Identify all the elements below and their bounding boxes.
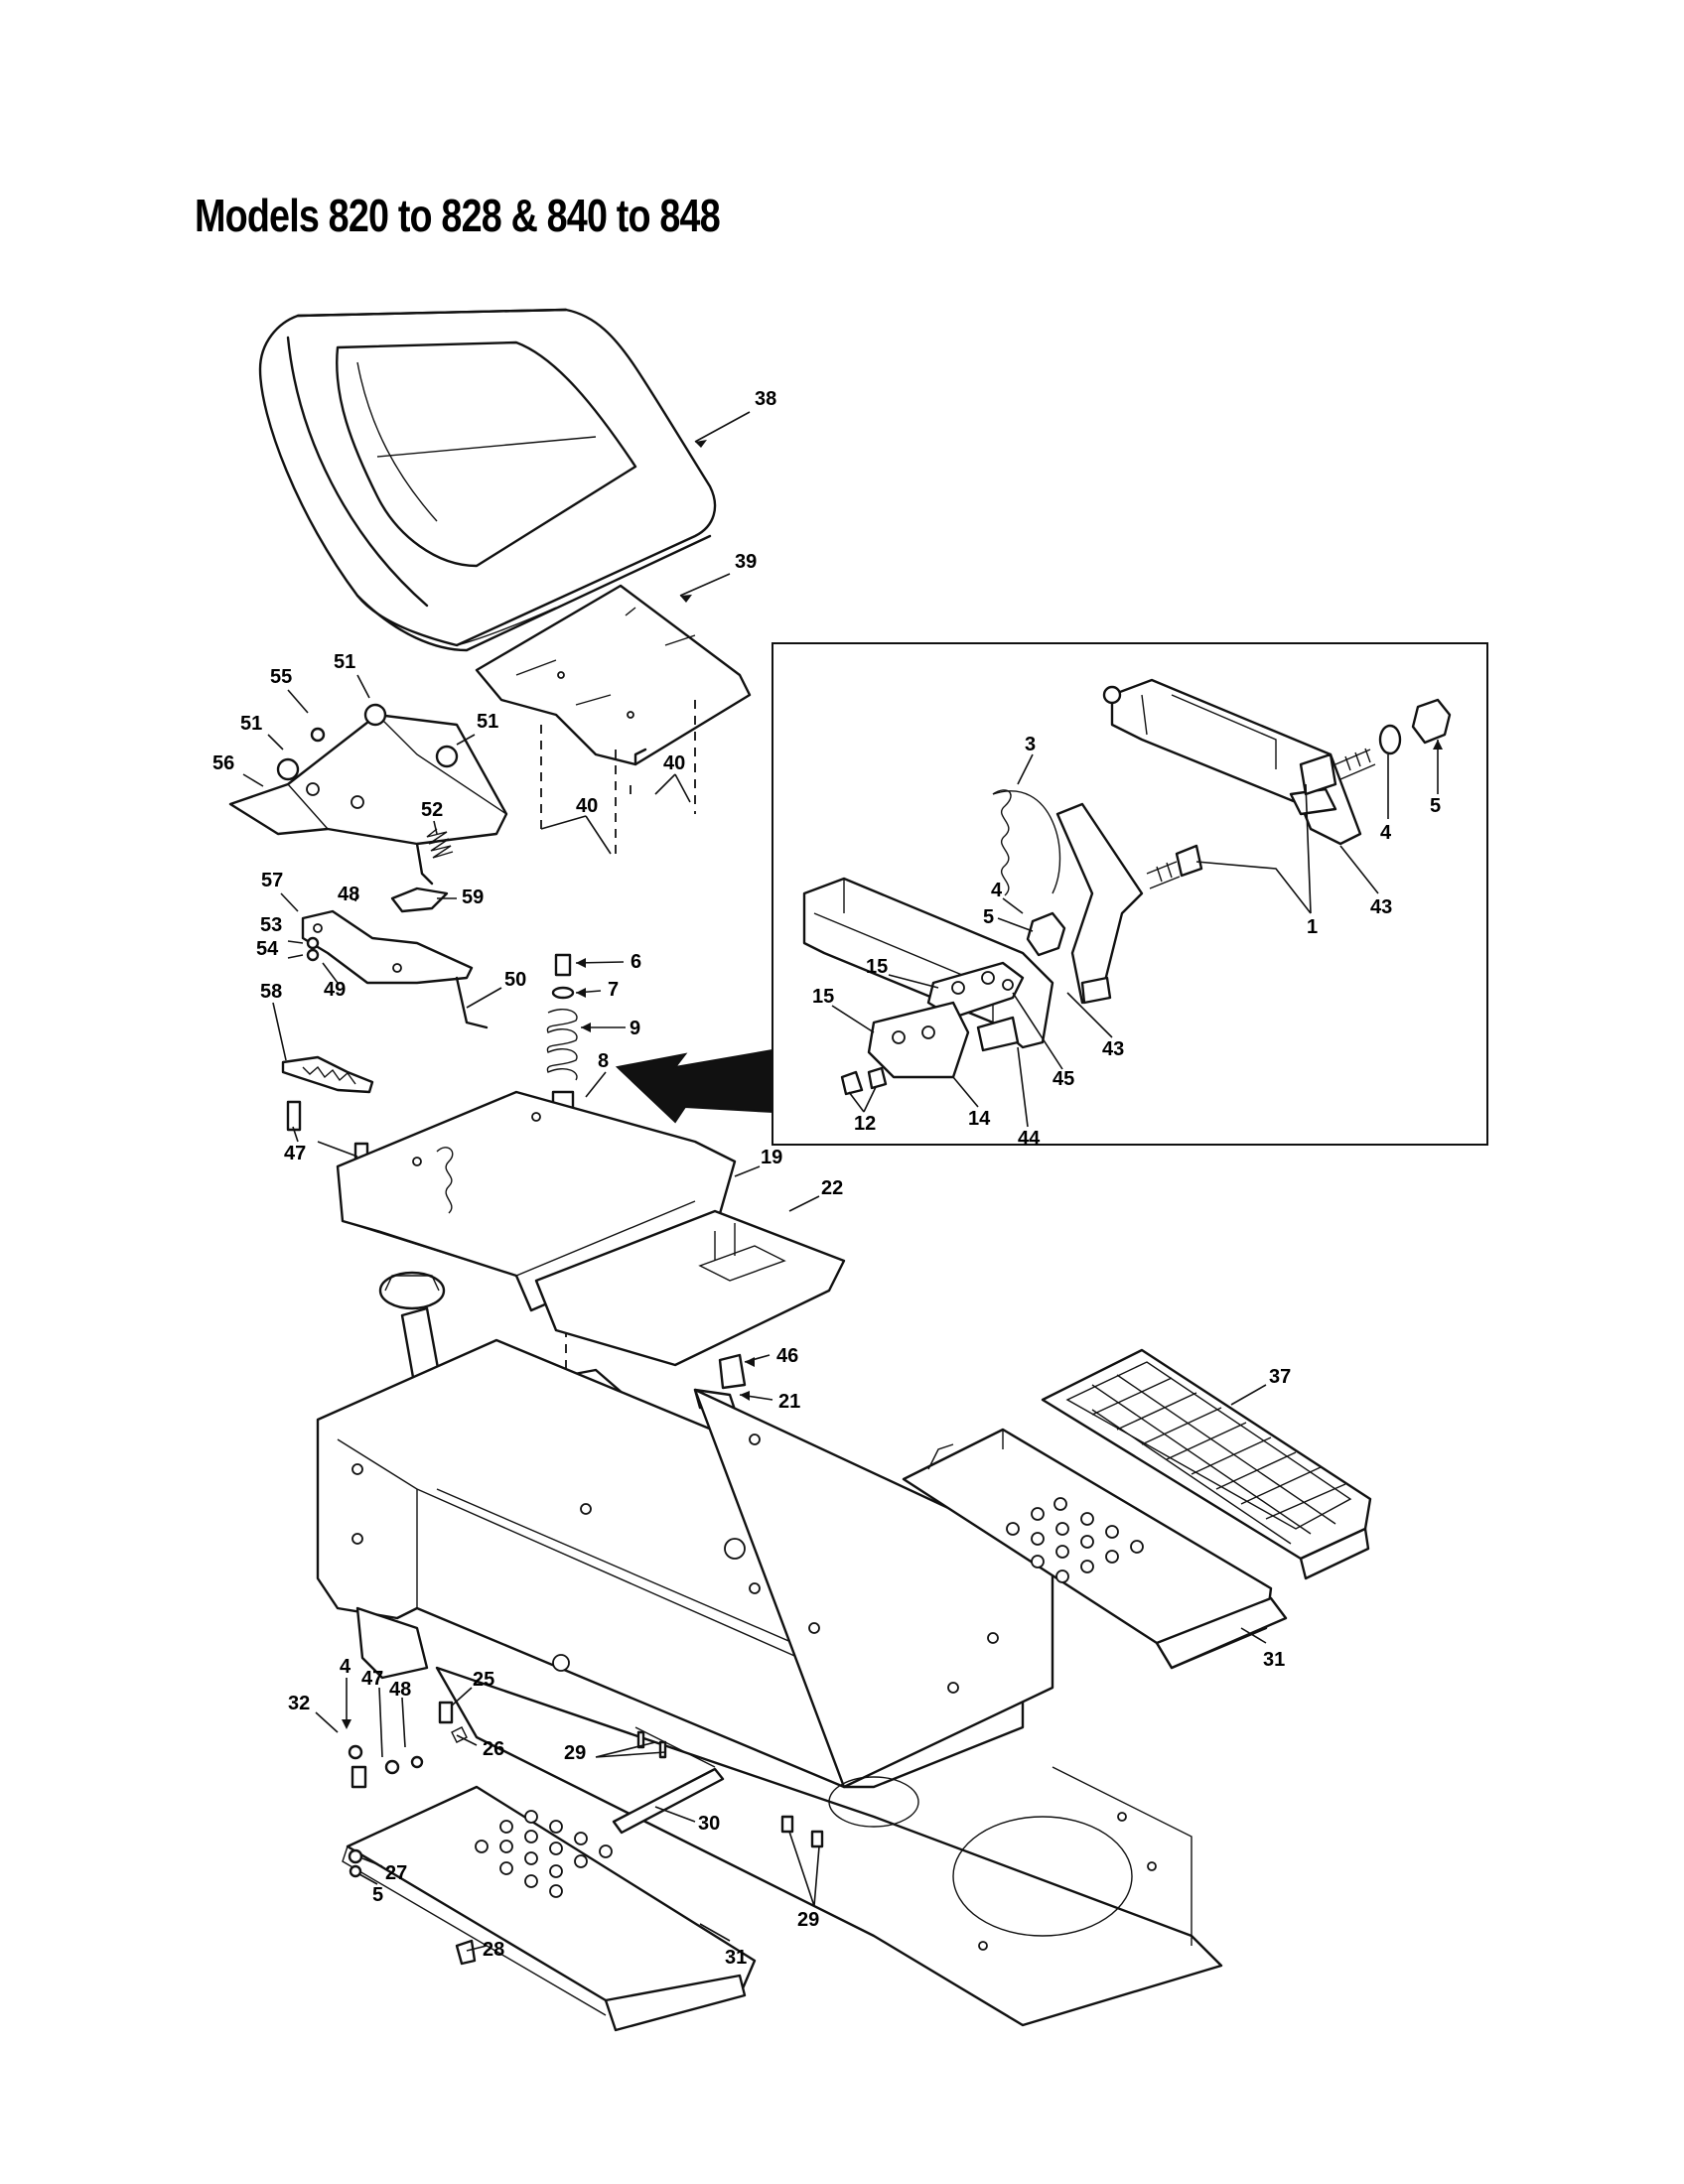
callout-31: 31 xyxy=(1263,1649,1285,1671)
callout-51: 51 xyxy=(477,711,498,733)
main-frame xyxy=(316,1271,1223,2027)
callout-15: 15 xyxy=(866,956,888,978)
footrest-left xyxy=(342,1701,757,2032)
callout-40: 40 xyxy=(663,752,685,774)
callout-26: 26 xyxy=(483,1738,504,1760)
callout-38: 38 xyxy=(755,388,776,410)
callout-43: 43 xyxy=(1102,1038,1124,1060)
seat-pan xyxy=(475,584,752,766)
callout-7: 7 xyxy=(608,979,619,1001)
callout-44: 44 xyxy=(1018,1128,1041,1150)
callout-5: 5 xyxy=(372,1884,383,1906)
callout-40: 40 xyxy=(576,795,598,817)
callout-58: 58 xyxy=(260,981,282,1003)
seat xyxy=(258,308,717,652)
callout-57: 57 xyxy=(261,870,283,891)
callout-31: 31 xyxy=(725,1947,747,1969)
callout-4: 4 xyxy=(340,1656,351,1678)
footrest-right xyxy=(902,1348,1372,1670)
callout-6: 6 xyxy=(631,951,641,973)
callout-5: 5 xyxy=(983,906,994,928)
seat-latch xyxy=(281,887,489,1168)
callout-52: 52 xyxy=(421,799,443,821)
callout-9: 9 xyxy=(630,1018,640,1039)
callout-1: 1 xyxy=(1307,916,1318,938)
callout-46: 46 xyxy=(776,1345,798,1367)
callout-14: 14 xyxy=(968,1108,991,1130)
page-title: Models 820 to 828 & 840 to 848 xyxy=(195,190,721,241)
seat-bracket xyxy=(228,703,508,886)
callout-49: 49 xyxy=(324,979,346,1001)
hardware-6-7-9-8 xyxy=(546,953,578,1119)
callout-25: 25 xyxy=(473,1669,494,1691)
callout-15: 15 xyxy=(812,986,834,1008)
footrest-left-holes xyxy=(475,1810,613,1898)
callout-4: 4 xyxy=(1380,822,1392,844)
callout-32: 32 xyxy=(288,1693,310,1714)
spring-52 xyxy=(426,828,454,859)
callout-29: 29 xyxy=(564,1742,586,1764)
callout-30: 30 xyxy=(698,1813,720,1835)
callout-8: 8 xyxy=(598,1050,609,1072)
callout-47: 47 xyxy=(361,1668,383,1690)
callout-54: 54 xyxy=(256,938,279,960)
callout-51: 51 xyxy=(240,713,262,735)
callout-12: 12 xyxy=(854,1113,876,1135)
leader-lines xyxy=(242,411,1443,1952)
callout-45: 45 xyxy=(1052,1068,1074,1090)
callout-27: 27 xyxy=(385,1862,407,1884)
callout-19: 19 xyxy=(761,1147,782,1168)
callout-43: 43 xyxy=(1370,896,1392,918)
callout-53: 53 xyxy=(260,914,282,936)
callout-48: 48 xyxy=(389,1679,411,1701)
rod-30 xyxy=(612,1726,824,1848)
callout-55: 55 xyxy=(270,666,292,688)
callout-5: 5 xyxy=(1430,795,1441,817)
callout-4: 4 xyxy=(991,880,1003,901)
callout-50: 50 xyxy=(504,969,526,991)
callout-48: 48 xyxy=(338,884,359,905)
callout-21: 21 xyxy=(778,1391,800,1413)
callout-22: 22 xyxy=(821,1177,843,1199)
callout-56: 56 xyxy=(212,752,234,774)
inset-detail xyxy=(615,642,1488,1146)
callout-28: 28 xyxy=(483,1939,504,1961)
callout-labels: 38 39 55 51 51 51 56 52 40 40 57 48 59 5… xyxy=(212,388,1441,1969)
callout-39: 39 xyxy=(735,551,757,573)
callout-37: 37 xyxy=(1269,1366,1291,1388)
callout-3: 3 xyxy=(1025,734,1036,755)
callout-29: 29 xyxy=(797,1909,819,1931)
callout-51: 51 xyxy=(334,651,355,673)
callout-47: 47 xyxy=(284,1143,306,1164)
seat-support xyxy=(336,1090,846,1412)
callout-59: 59 xyxy=(462,887,484,908)
footrest-right-holes xyxy=(1006,1497,1144,1583)
